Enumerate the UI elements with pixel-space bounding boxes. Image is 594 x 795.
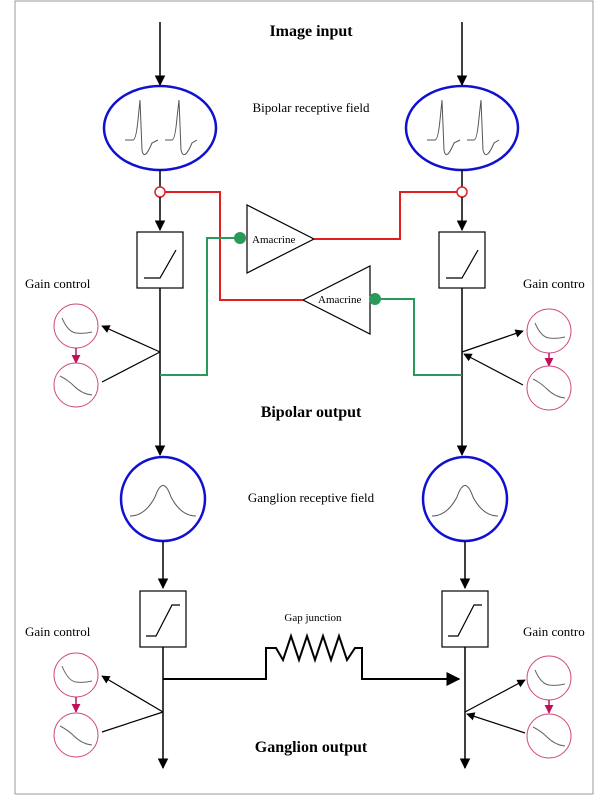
left-gain-circle-4 (53, 712, 99, 758)
bipolar-output-title: Bipolar output (261, 404, 362, 421)
page-border (14, 0, 594, 795)
left-bipolar-nonlinearity (136, 231, 184, 289)
left-bipolar-rf (102, 84, 218, 172)
right-gain-circle-4 (526, 713, 572, 759)
left-gain-control-bottom-label: Gain control (25, 624, 91, 639)
left-gain-control-top-label: Gain control (25, 276, 91, 291)
amacrine-bottom: Amacrine (301, 265, 371, 335)
right-ganglion-rf (421, 455, 509, 543)
amacrine-bottom-label: Amacrine (318, 294, 361, 306)
right-inhibitory-synapse (456, 186, 468, 198)
gap-junction-resistor (163, 632, 461, 686)
right-gain-circle-2 (526, 365, 572, 411)
left-bipolar-to-amacrine-top-path (160, 237, 240, 376)
left-ganglion-rf (119, 455, 207, 543)
right-gain-circle-3 (526, 655, 572, 701)
left-bipolar-rf-curve (125, 99, 198, 156)
amacrine-top-to-right-path (314, 191, 457, 240)
left-to-amacrine-bottom-path (165, 191, 303, 301)
right-gain-control-bottom-label: Gain contro (523, 624, 585, 639)
right-gain-control-top-label: Gain contro (523, 276, 585, 291)
left-gain-circle-3 (53, 652, 99, 698)
right-ganglion-nonlinearity (441, 590, 489, 648)
right-bipolar-to-amacrine-bottom-path (375, 298, 462, 376)
left-gain-circle-2 (53, 362, 99, 408)
amacrine-top: Amacrine (246, 204, 316, 274)
right-bipolar-rf-curve (427, 99, 500, 156)
bipolar-rf-label: Bipolar receptive field (253, 100, 370, 115)
right-column: Gain contro Gain contro (404, 22, 585, 770)
gap-junction-label: Gap junction (284, 612, 342, 624)
image-input-title: Image input (269, 23, 353, 40)
left-inhibitory-synapse (154, 186, 166, 198)
ganglion-output-title: Ganglion output (255, 739, 368, 756)
left-gain-circle-1 (53, 303, 99, 349)
right-bipolar-rf (404, 84, 520, 172)
left-column: Gain control Gain control (25, 22, 218, 770)
amacrine-top-label: Amacrine (252, 234, 295, 246)
left-ganglion-nonlinearity (139, 590, 187, 648)
right-bipolar-nonlinearity (438, 231, 486, 289)
right-gain-circle-1 (526, 308, 572, 354)
ganglion-rf-label: Ganglion receptive field (248, 490, 375, 505)
